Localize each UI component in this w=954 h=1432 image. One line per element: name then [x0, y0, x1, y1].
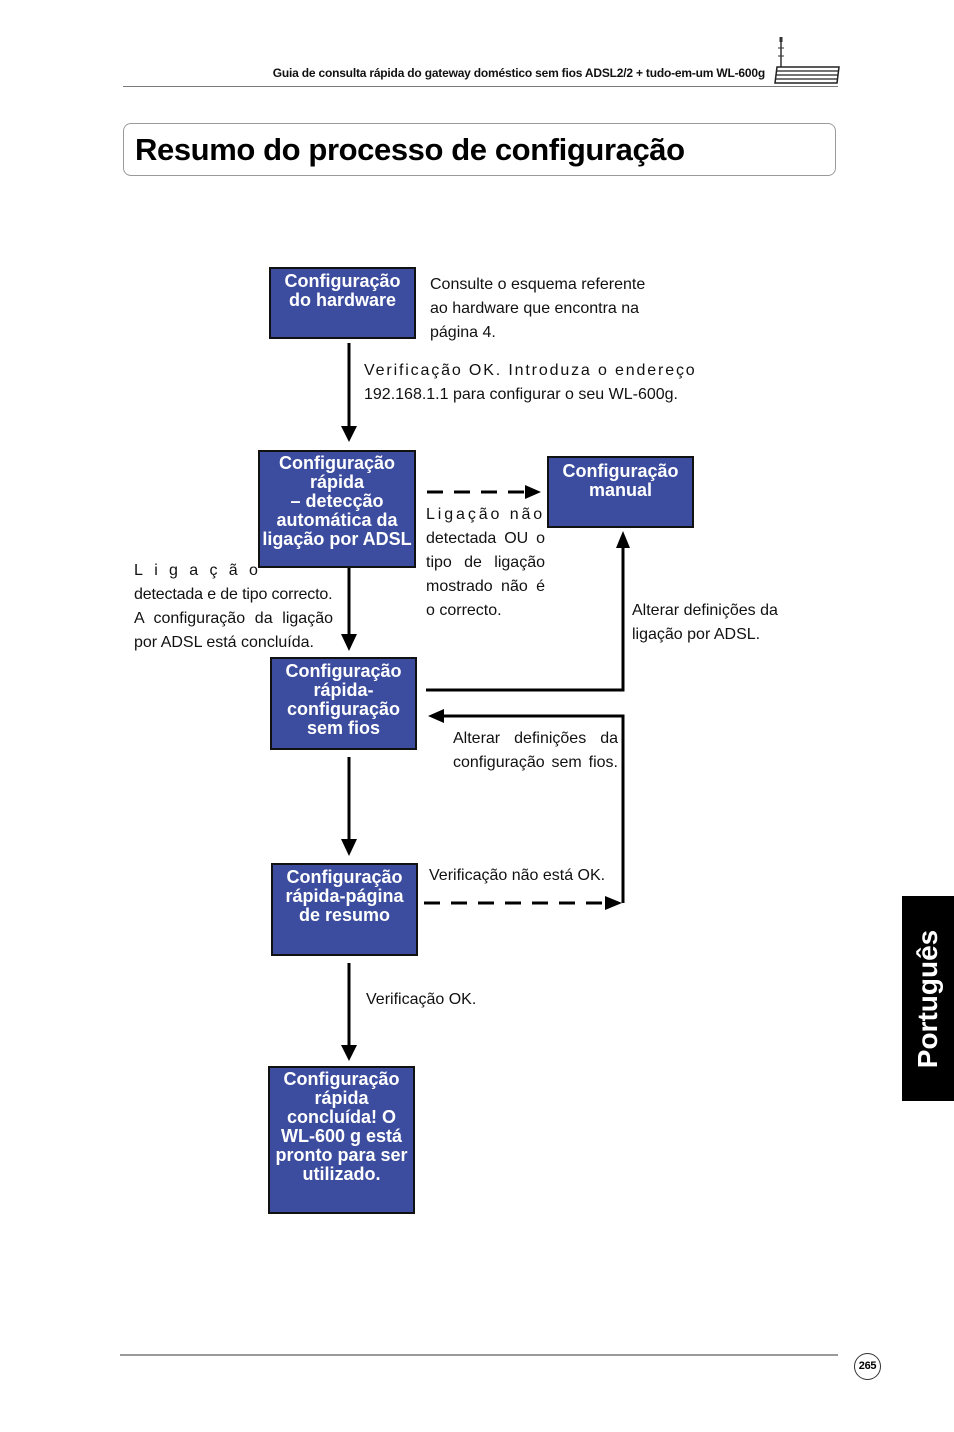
step-label-line: – detecção	[290, 491, 384, 511]
step-label-line: rápida	[314, 1088, 369, 1108]
step-label-line: utilizado.	[302, 1164, 381, 1184]
step-label-line: configuração	[286, 699, 401, 719]
note-line: detectada e de tipo correcto.	[134, 586, 333, 603]
footer-rule	[120, 1354, 838, 1356]
note-connection-not-detected: Ligação não detectada OU o tipo de ligaç…	[426, 503, 545, 623]
note-summary-ok: Verificação OK.	[366, 991, 477, 1008]
note-line: 192.168.1.1 para configurar o seu WL-600…	[364, 386, 678, 403]
note-change-wireless-settings: Alterar definições da configuração sem f…	[453, 727, 618, 775]
dashed-arrow-adsl-to-manual	[427, 485, 541, 499]
note-line: ao hardware que encontra na	[430, 300, 640, 317]
dashed-arrow-summary-not-ok	[424, 896, 622, 910]
page-number: 265	[854, 1353, 881, 1380]
note-hardware-reference: Consulte o esquema referente ao hardware…	[430, 273, 645, 345]
step-label-line: rápida-página	[285, 886, 404, 906]
note-line: configuração sem fios.	[453, 754, 618, 771]
step-label-line: ligação por ADSL	[262, 529, 412, 549]
note-line: o correcto.	[426, 602, 502, 619]
step-label-line: Configuração	[283, 1069, 400, 1089]
note-line: A configuração da ligação	[134, 610, 333, 627]
step-label-line: concluída! O	[286, 1107, 396, 1127]
note-line: página 4.	[430, 324, 496, 341]
step-summary-page: Configuração rápida-página de resumo	[271, 863, 418, 956]
note-connection-detected: Ligação detectada e de tipo correcto. A …	[134, 559, 333, 655]
step-label-line: do hardware	[288, 290, 397, 310]
note-summary-not-ok: Verificação não está OK.	[429, 867, 606, 884]
step-label-line: Configuração	[284, 271, 401, 291]
step-label-line: rápida	[309, 472, 365, 492]
note-line: Verificação OK. Introduza o endereço	[364, 362, 697, 379]
page-title: Resumo do processo de configuração	[135, 132, 685, 167]
running-title: Guia de consulta rápida do gateway domés…	[272, 66, 765, 80]
arrow-summary-to-done	[341, 963, 357, 1061]
note-hardware-ok: Verificação OK. Introduza o endereço 192…	[364, 359, 697, 407]
step-label-line: sem fios	[306, 718, 381, 738]
note-line: tipo de ligação	[426, 554, 545, 571]
step-label-line: pronto para ser	[275, 1145, 408, 1165]
arrow-wireless-to-summary	[341, 757, 357, 856]
step-label-line: manual	[588, 480, 653, 500]
step-adsl-detection: Configuração rápida – detecção automátic…	[258, 450, 416, 568]
language-tab-label: Português	[912, 929, 943, 1068]
header-rule	[123, 86, 838, 87]
note-change-adsl-settings: Alterar definições da ligação por ADSL.	[632, 599, 778, 647]
note-line: Alterar definições da	[453, 730, 618, 747]
arrow-hardware-to-adsl	[341, 343, 357, 442]
language-side-tab: Português	[902, 896, 954, 1101]
step-hardware-setup: Configuração do hardware	[269, 267, 416, 339]
note-line: Consulte o esquema referente	[430, 276, 646, 293]
step-wireless-setup: Configuração rápida- configuração sem fi…	[270, 657, 417, 750]
step-label-line: WL-600 g está	[280, 1126, 403, 1146]
title-box: Resumo do processo de configuração	[123, 123, 836, 176]
note-line: mostrado não é	[426, 578, 545, 595]
step-label-line: rápida-	[313, 680, 374, 700]
note-line: Ligação	[134, 562, 270, 579]
step-manual-setup: Configuração manual	[547, 456, 694, 528]
note-line: Ligação não	[426, 506, 546, 523]
step-label-line: Configuração	[278, 453, 395, 473]
step-label-line: Configuração	[285, 661, 402, 681]
step-label-line: automática da	[276, 510, 398, 530]
router-icon	[774, 37, 840, 84]
note-line: ligação por ADSL.	[632, 626, 761, 643]
step-setup-complete: Configuração rápida concluída! O WL-600 …	[268, 1066, 415, 1214]
step-label-line: de resumo	[298, 905, 391, 925]
step-label-line: Configuração	[286, 867, 403, 887]
arrow-adsl-to-wireless	[341, 567, 357, 651]
note-line: Alterar definições da	[632, 602, 778, 619]
note-line: por ADSL está concluída.	[134, 634, 314, 651]
step-label-line: Configuração	[562, 461, 679, 481]
note-line: detectada OU o	[426, 530, 545, 547]
